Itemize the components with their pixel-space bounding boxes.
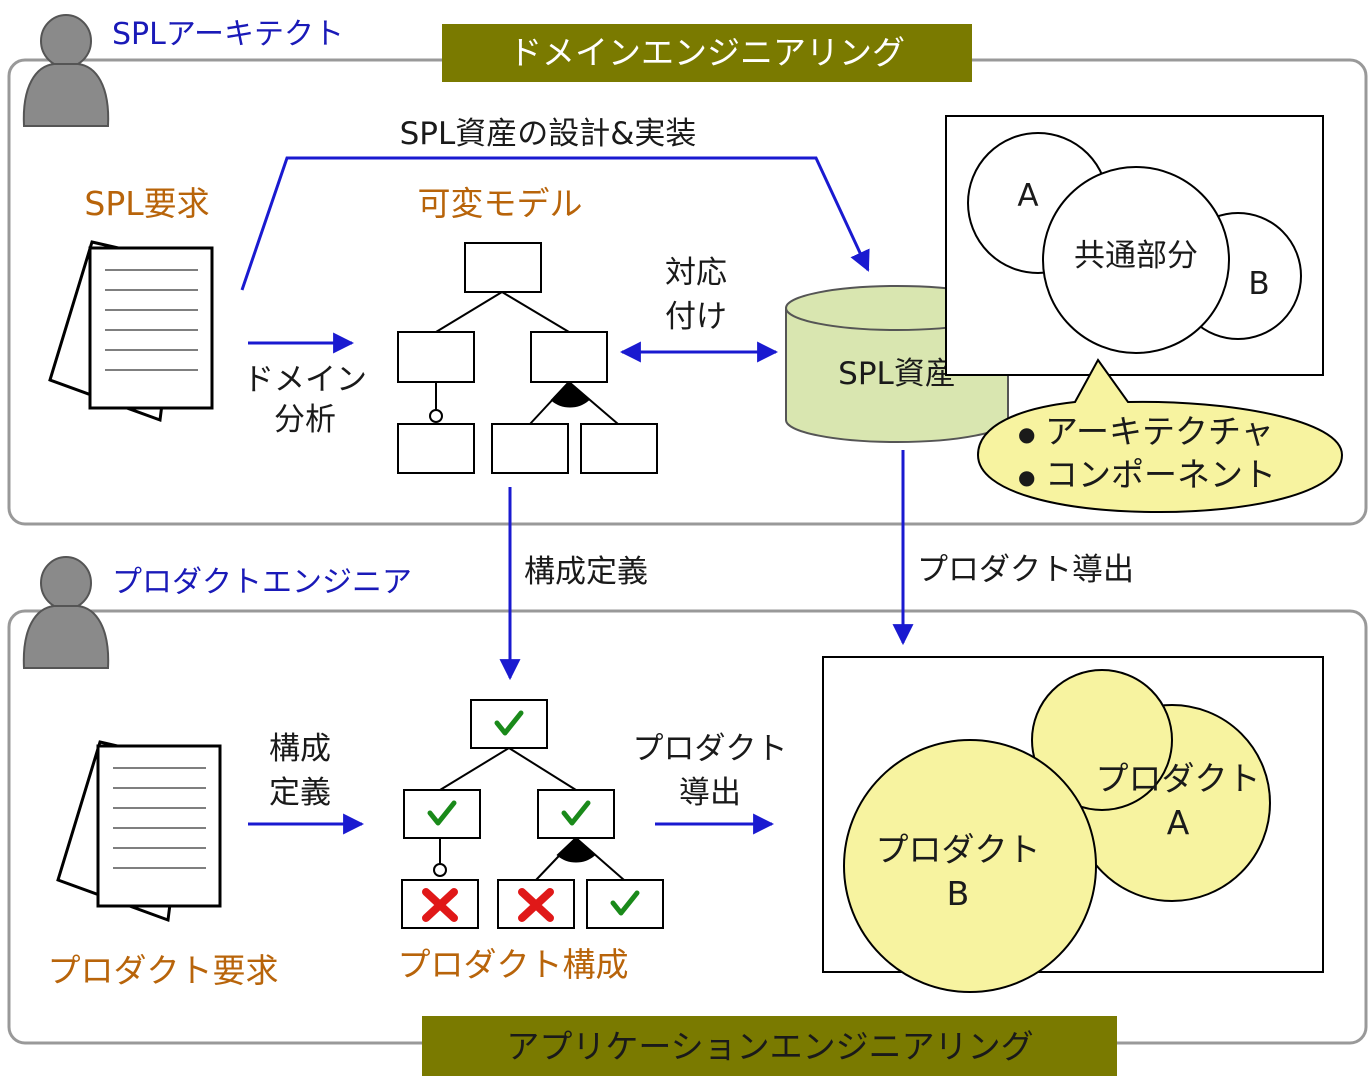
venn-label-a: A [1017, 178, 1038, 214]
feature-box [491, 423, 569, 474]
check-icon [610, 890, 640, 916]
variability-model-tree [397, 242, 658, 474]
domain-phase-title: ドメインエンジニアリング [509, 33, 905, 72]
product-requirements-label: プロダクト要求 [48, 951, 279, 990]
product-b-label-1: プロダクト [876, 830, 1041, 869]
application-phase-banner [422, 1016, 1117, 1076]
variability-model-label: 可変モデル [418, 184, 583, 223]
design-implementation-arrow [240, 156, 870, 291]
callout-bullet-2: ● [1018, 465, 1035, 489]
venn-label-common: 共通部分 [1074, 238, 1198, 274]
engineer-role-label: プロダクトエンジニア [112, 565, 412, 600]
product-a-label-2: A [1167, 803, 1190, 842]
mapping-label-2: 付け [665, 299, 727, 335]
venn-diagram [967, 132, 1302, 354]
domain-phase-banner [442, 24, 972, 82]
document-icon [56, 740, 222, 923]
product-b-blob [843, 739, 1097, 993]
application-phase-title: アプリケーションエンジニアリング [506, 1027, 1033, 1066]
callout-bullet-1: ● [1018, 422, 1035, 446]
venn-label-b: B [1248, 266, 1269, 302]
config-definition-label: 構成定義 [524, 554, 648, 590]
feature-box [530, 331, 608, 383]
callout-item-architecture: アーキテクチャ [1045, 412, 1274, 451]
product-derivation-label: プロダクト導出 [917, 552, 1134, 588]
cross-icon [518, 888, 554, 922]
domain-analysis-label-1: ドメイン [243, 362, 367, 398]
asset-contents-callout [976, 358, 1344, 514]
person-icon [22, 556, 110, 669]
document-icon [48, 240, 214, 423]
derivation-label-1: プロダクト [633, 731, 788, 767]
spl-requirements-label: SPL要求 [84, 184, 209, 223]
config-label-2: 定義 [269, 775, 331, 811]
product-config-label: プロダクト構成 [398, 945, 629, 984]
feature-box [397, 423, 475, 474]
person-icon [22, 14, 110, 127]
architect-role-label: SPLアーキテクト [112, 17, 344, 52]
derivation-label-2: 導出 [679, 775, 741, 811]
config-label-1: 構成 [269, 731, 331, 767]
product-b-label-2: B [947, 874, 970, 913]
cross-icon [422, 888, 458, 922]
feature-box [580, 423, 658, 474]
check-icon [427, 800, 457, 826]
product-config-tree [401, 699, 664, 929]
design-implementation-label: SPL資産の設計&実装 [400, 116, 697, 152]
domain-analysis-label-2: 分析 [274, 402, 336, 438]
check-icon [494, 710, 524, 736]
product-a-blob [1031, 669, 1271, 902]
check-icon [561, 800, 591, 826]
feature-box [464, 242, 542, 293]
product-a-label-1: プロダクト [1096, 759, 1261, 798]
feature-box [397, 331, 475, 383]
callout-item-component: コンポーネント [1045, 455, 1276, 494]
mapping-label-1: 対応 [665, 255, 727, 291]
spl-assets-label: SPL資産 [838, 356, 956, 392]
